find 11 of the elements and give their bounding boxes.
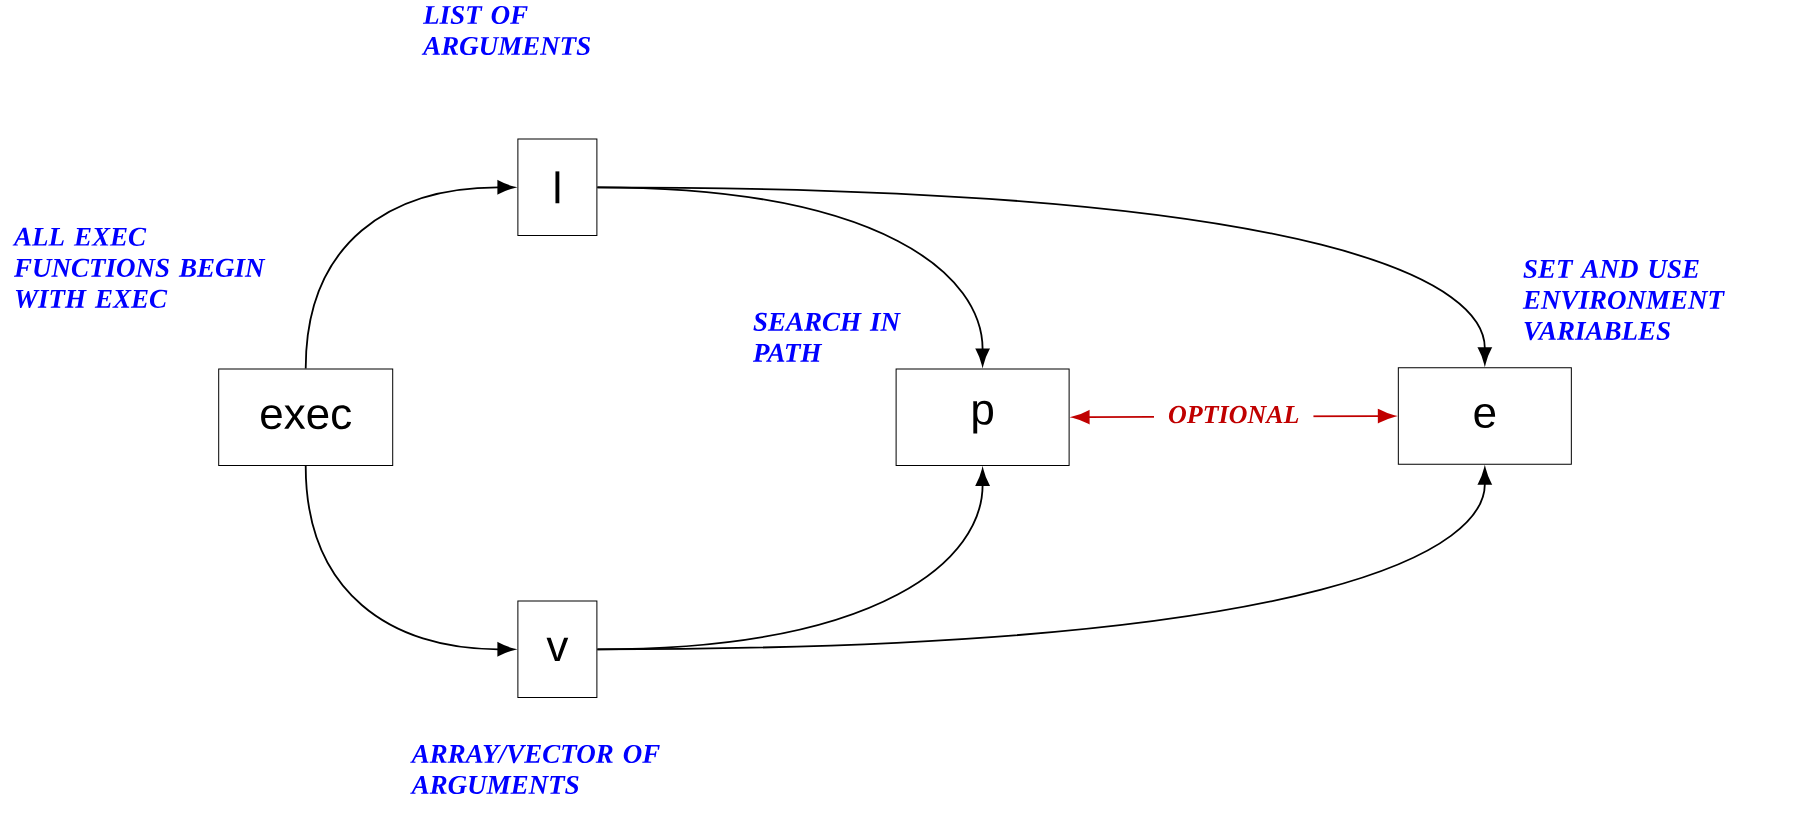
letter-box: l (517, 138, 598, 236)
letter-box: exec (218, 368, 394, 466)
arrow (304, 464, 515, 657)
handwritten-note: ALL EXEC FUNCTIONS BEGIN WITH EXEC (12, 227, 266, 308)
arrow (304, 180, 515, 370)
edge-label: OPTIONAL (1154, 402, 1314, 427)
letter-box: p (895, 368, 1070, 466)
letter-box: v (517, 600, 598, 698)
arrow (596, 467, 1492, 651)
arrow (596, 186, 1492, 365)
letter-box: e (1397, 367, 1572, 465)
